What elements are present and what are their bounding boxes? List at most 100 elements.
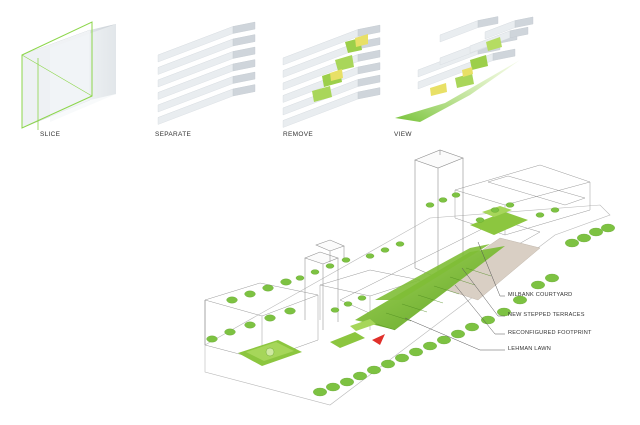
step-separate-diagram	[157, 21, 256, 125]
terrace-green-4	[312, 86, 332, 102]
block-long-face	[50, 24, 116, 122]
tree-icon	[357, 295, 367, 301]
view-slab-top-left-end	[477, 16, 499, 28]
tree-icon	[451, 329, 465, 339]
left-tower	[304, 239, 345, 330]
view-slab-top-left-front	[439, 20, 479, 43]
view-slab-top-right-end	[514, 16, 534, 28]
tree-icon	[244, 321, 256, 329]
leader-milbank	[477, 241, 505, 297]
stepped-terraces	[375, 244, 490, 300]
tree-icon	[206, 335, 218, 343]
tree-icon	[280, 278, 292, 286]
remove-slab-3-end	[357, 62, 381, 75]
separate-slab-2-end	[232, 46, 256, 59]
leader-terraces	[461, 267, 505, 317]
view-green-3	[455, 73, 474, 88]
separate-slab-3-end	[232, 59, 256, 72]
tree-icon	[437, 335, 451, 345]
tree-icon	[395, 241, 405, 247]
lawn-path-5	[449, 276, 476, 286]
tree-icon	[381, 359, 395, 369]
slice-plane-diagonal	[21, 54, 93, 97]
tree-icon	[343, 301, 353, 307]
tree-icon	[423, 341, 437, 351]
step-view-diagram	[395, 16, 534, 122]
tree-icon	[264, 314, 276, 322]
step-label-separate: SEPARATE	[155, 131, 192, 138]
tree-icon	[475, 217, 485, 223]
lawn-path-6	[465, 267, 492, 277]
tree-icon	[465, 322, 479, 332]
separate-slab-4-end	[232, 71, 256, 84]
step-remove-diagram	[282, 24, 381, 128]
tree-icon	[395, 353, 409, 363]
lawn-paths	[369, 267, 492, 331]
view-yellow-2	[462, 67, 473, 77]
tree-icon	[224, 328, 236, 336]
step-label-remove: REMOVE	[283, 131, 313, 138]
tree-icon	[244, 290, 256, 298]
tree-icon	[226, 296, 238, 304]
callout-milbank-courtyard: MILBANK COURTYARD	[508, 292, 573, 298]
tree-icon	[505, 202, 515, 208]
site-axonometric	[204, 149, 615, 406]
view-ground-beam	[395, 60, 520, 122]
tree-icon	[310, 269, 320, 275]
view-slab-high-end	[509, 26, 529, 39]
courtyard-fountain	[265, 347, 275, 357]
terrace-yellow-2	[330, 69, 343, 81]
tree-icon	[365, 253, 375, 259]
tree-icon	[295, 275, 305, 281]
tree-icon	[425, 202, 435, 208]
tree-icon	[262, 284, 274, 292]
remove-slab-4-end	[357, 74, 381, 87]
lehman-lawn	[355, 246, 505, 330]
leader-lehman	[404, 317, 505, 351]
lawn-path-4	[433, 285, 460, 295]
callout-stepped-terraces: NEW STEPPED TERRACES	[508, 312, 585, 318]
lawn-path-3	[417, 294, 444, 304]
tree-icon	[589, 227, 603, 237]
street-trees	[206, 192, 615, 397]
green-patch-1	[330, 332, 365, 348]
lawn-path-2	[401, 303, 428, 313]
terrace-green-2	[335, 55, 354, 71]
tree-icon	[490, 207, 500, 213]
tree-icon	[341, 257, 351, 263]
remove-slab-5-end	[357, 87, 381, 100]
tree-icon	[565, 238, 579, 248]
tree-icon	[330, 307, 340, 313]
milbank-courtyard	[470, 212, 528, 235]
leader-footprint	[454, 284, 505, 335]
tree-icon	[326, 382, 340, 392]
tree-icon	[451, 192, 461, 198]
tree-icon	[409, 347, 423, 357]
view-arrow-icon	[372, 334, 385, 345]
tree-icon	[513, 295, 527, 305]
view-yellow-1	[430, 83, 447, 96]
terrace-yellow-1	[355, 34, 368, 47]
tower	[414, 149, 464, 279]
site-ground-outline	[204, 204, 611, 406]
tree-icon	[535, 212, 545, 218]
remove-slab-0-end	[357, 24, 381, 37]
tree-icon	[284, 307, 296, 315]
callout-reconfigured-footprint: RECONFIGURED FOOTPRINT	[508, 330, 592, 336]
tree-icon	[340, 377, 354, 387]
step-label-slice: SLICE	[40, 131, 61, 138]
green-patch-2	[350, 319, 376, 331]
step-slice-diagram	[21, 21, 116, 130]
separate-slab-1-end	[232, 34, 256, 47]
separate-slab-0-end	[232, 21, 256, 34]
view-green-1	[486, 37, 502, 51]
tree-icon	[438, 197, 448, 203]
tree-icon	[380, 247, 390, 253]
callout-leaders	[404, 241, 505, 351]
tree-icon	[601, 223, 615, 233]
step-label-view: VIEW	[394, 131, 412, 138]
view-green-2	[470, 55, 488, 70]
tree-icon	[367, 365, 381, 375]
tree-icon	[577, 233, 591, 243]
